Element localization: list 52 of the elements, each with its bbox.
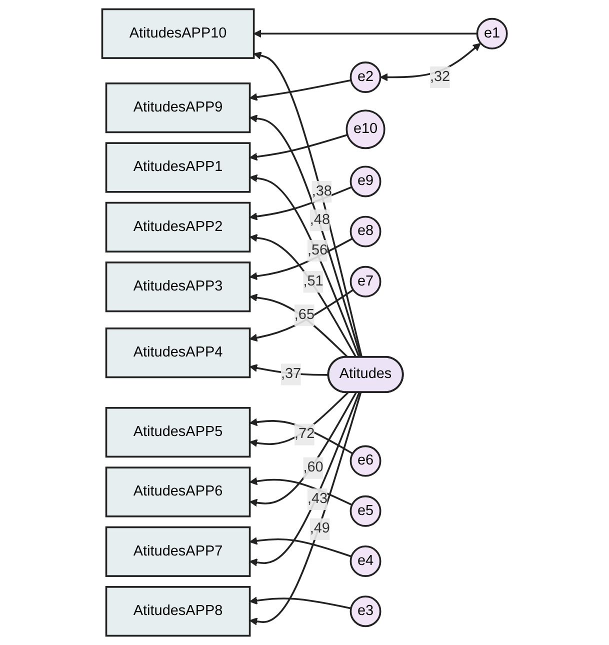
arrow [249,234,357,358]
node-box: AtitudesAPP9 [105,82,251,134]
arrow [249,238,353,280]
node-box: AtitudesAPP6 [105,466,251,518]
arrow [253,30,478,38]
arrow [249,174,360,358]
arrow [249,392,362,626]
arrow [249,392,360,566]
edge-label: ,32 [430,69,450,84]
node-box: AtitudesAPP4 [105,328,251,378]
edge-label: ,48 [310,212,330,228]
node-circle: e4 [350,546,382,577]
edge-label: ,60 [303,460,324,476]
arrow [249,79,352,101]
arrow [249,364,329,376]
node-circle: e3 [350,596,382,628]
arrow [249,186,352,220]
node-circle: e2 [350,62,382,93]
node-circle: e1 [476,18,508,50]
edge-label: ,38 [312,184,332,199]
node-box: AtitudesAPP1 [105,142,251,193]
node-box: AtitudesAPP2 [105,202,251,252]
node-box: AtitudesAPP8 [105,586,251,637]
edge-label: ,65 [294,307,314,323]
node-box: AtitudesAPP10 [101,8,255,59]
arrow [249,134,348,161]
arrow [249,536,352,558]
arrow [249,289,354,342]
arrow [253,52,363,358]
edge-label: ,51 [303,274,324,290]
edge-label: ,43 [307,491,328,506]
arrow [249,294,348,358]
arrow [249,477,352,506]
edge-label: ,72 [294,426,315,442]
arrow [249,596,352,610]
arrow [249,392,349,447]
node-box: AtitudesAPP7 [105,526,251,577]
node-circle: e6 [350,445,382,477]
arrow [249,114,362,358]
node-box: AtitudesAPP3 [105,262,251,312]
arrow [249,392,357,507]
node-circle: e9 [350,166,382,198]
node-circle: e7 [350,266,382,298]
node-circle: e8 [350,216,382,248]
arrow [249,418,354,454]
node-box: AtitudesAPP5 [105,406,251,458]
node-circle: e10 [346,110,386,150]
node-circle: e5 [350,495,382,527]
edge-label: ,56 [307,242,328,258]
edge-label: ,49 [310,520,330,536]
arrow [380,43,481,82]
edge-label: ,37 [280,366,302,382]
